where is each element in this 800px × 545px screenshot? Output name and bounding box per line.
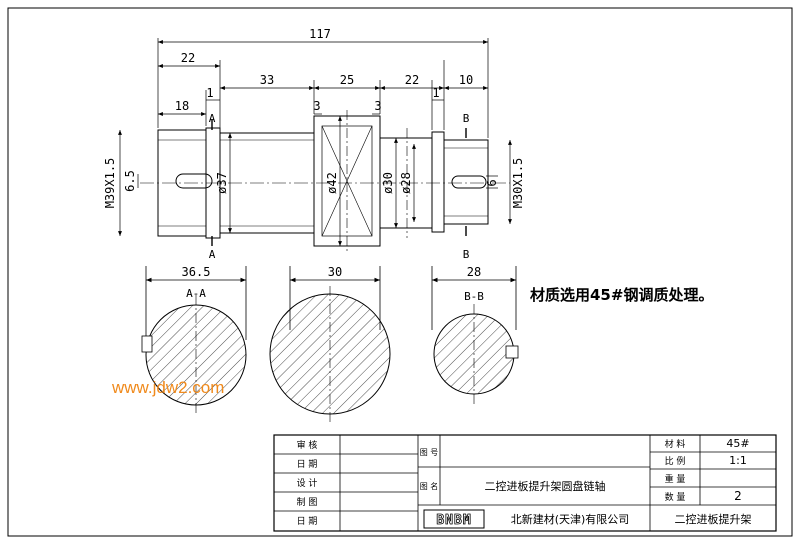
dim-left-section: 22 (181, 51, 195, 65)
section-middle (269, 266, 391, 422)
label-date1: 日 期 (297, 459, 318, 470)
label-review: 审 核 (297, 439, 318, 451)
label-drawing-no: 图 号 (420, 448, 439, 457)
drawing-name-value: 二控进板提升架圆盘链轴 (485, 479, 606, 493)
company-logo: BNBM (423, 509, 485, 529)
label-date2: 日 期 (297, 516, 318, 527)
quantity-value: 2 (734, 489, 742, 503)
dim-thread-right: M30X1.5 (511, 158, 525, 209)
dim-seg-25: 25 (340, 73, 354, 87)
material-note: 材质选用45#钢调质处理。 (530, 286, 713, 304)
dim-left-keyway: 18 (175, 99, 189, 113)
section-a-a (141, 266, 247, 415)
scale-value: 1:1 (729, 454, 747, 467)
dim-overall: 117 (309, 27, 331, 41)
label-material: 材 料 (665, 438, 686, 450)
sheet-border (7, 7, 793, 537)
dim-sec-b-width: 28 (467, 265, 481, 279)
label-drawing-name: 图 名 (420, 481, 439, 491)
dim-sec-a-width: 36.5 (182, 265, 211, 279)
assembly-name: 二控进板提升架 (675, 512, 752, 526)
svg-text:BNBM: BNBM (436, 513, 471, 528)
company-name: 北新建材(天津)有限公司 (511, 512, 630, 526)
dim-dia-37: ø37 (215, 172, 229, 194)
watermark: www.jdw2.com (111, 378, 224, 397)
dim-dia-42: ø42 (325, 172, 339, 194)
material-value: 45# (726, 437, 749, 450)
cut-mark-a-bottom: A (209, 248, 216, 261)
dim-groove-left: 3 (313, 99, 320, 113)
dim-dia-28: ø28 (399, 172, 413, 194)
dim-right-section: 10 (459, 73, 473, 87)
label-draw: 制 图 (297, 496, 318, 508)
section-b-title: B-B (464, 290, 484, 303)
dim-thread-left: M39X1.5 (103, 158, 117, 209)
section-cut-lines (211, 120, 467, 246)
label-weight: 重 量 (665, 473, 686, 485)
dim-sec-mid-width: 30 (328, 265, 342, 279)
label-quantity: 数 量 (665, 491, 686, 503)
cut-mark-b-bottom: B (463, 248, 470, 261)
label-scale: 比 例 (665, 455, 686, 467)
section-b-b (431, 266, 519, 404)
label-design: 设 计 (297, 477, 318, 489)
dim-left-step: 1 (206, 86, 213, 100)
dim-groove-right: 3 (374, 99, 381, 113)
cut-mark-a-top: A (209, 112, 216, 125)
section-a-title: A-A (186, 287, 206, 300)
dim-key-right: 6 (485, 179, 499, 186)
dim-right-step: 1 (432, 86, 439, 100)
dim-seg-33: 33 (260, 73, 274, 87)
cut-mark-b-top: B (463, 112, 470, 125)
dim-dia-30: ø30 (381, 172, 395, 194)
dimension-lines (118, 38, 512, 246)
shaft-main-view (157, 115, 489, 247)
dim-seg-22: 22 (405, 73, 419, 87)
dim-key-left: 6.5 (123, 170, 137, 192)
title-block (273, 434, 777, 532)
